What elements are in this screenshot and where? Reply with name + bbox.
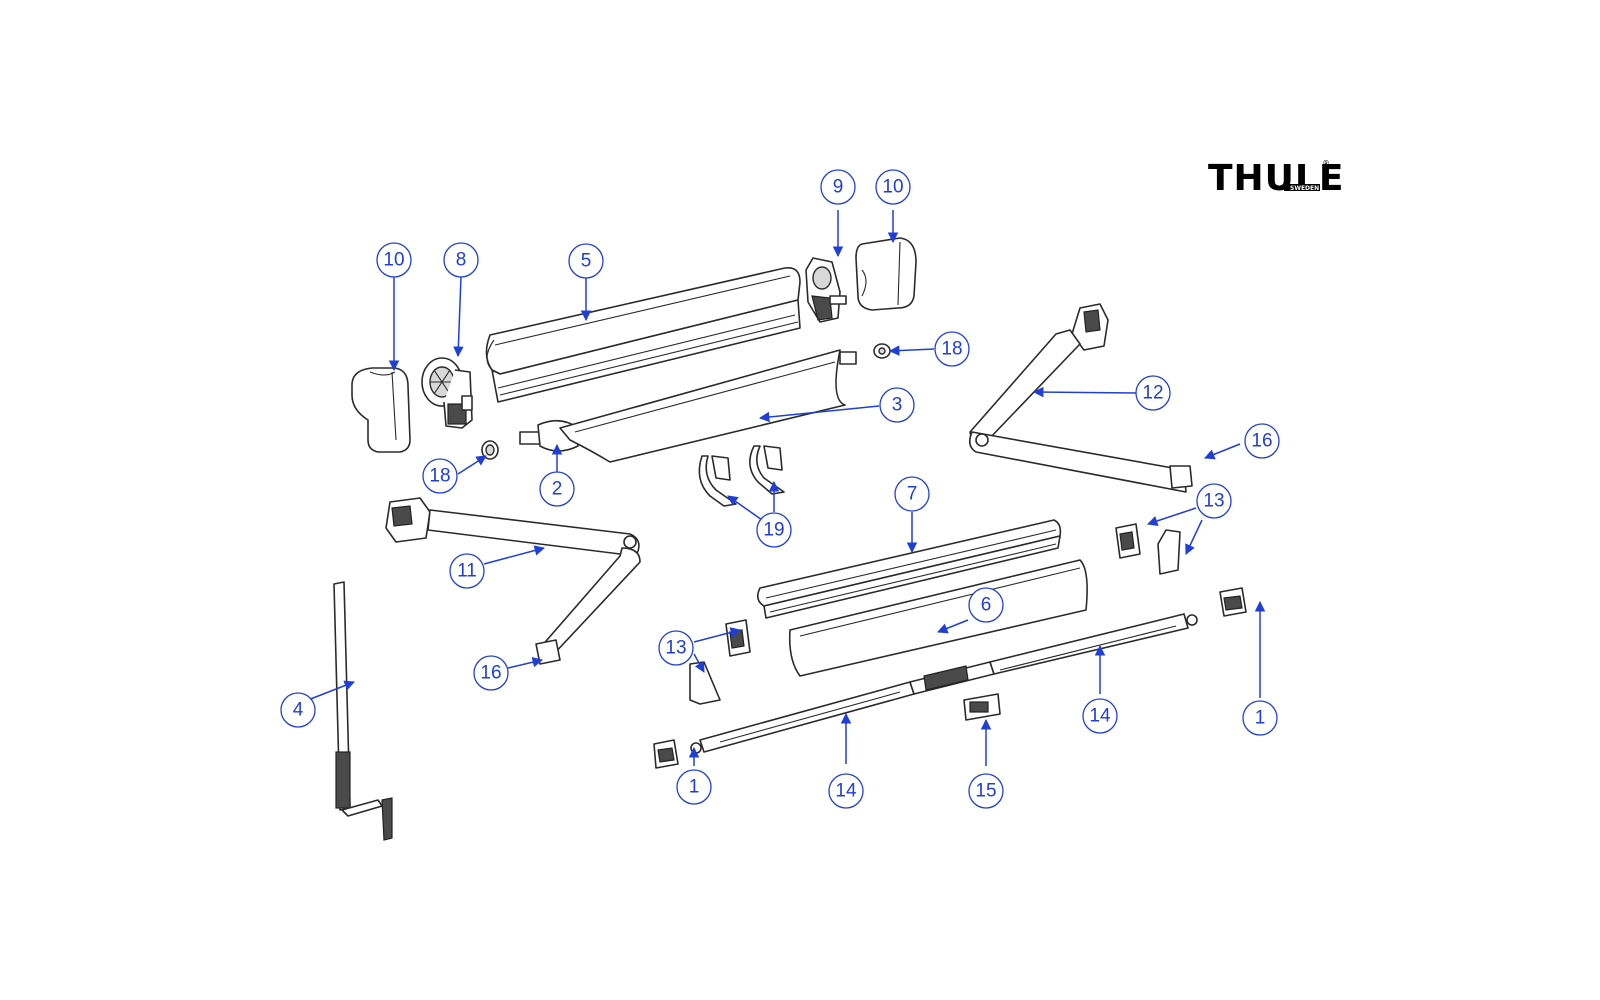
- part-arm-right: [968, 303, 1193, 493]
- part-plug-right: [873, 343, 891, 359]
- part-plug-left: [481, 440, 499, 460]
- part-crank-handle: [333, 581, 393, 841]
- part-front-profile: [756, 519, 1062, 619]
- callout-4: 4: [280, 692, 316, 728]
- callout-label: 16: [1251, 431, 1272, 452]
- callout-14-left: 14: [828, 773, 864, 809]
- callout-label: 4: [293, 700, 304, 721]
- part-center-clip: [963, 693, 1001, 721]
- callout-label: 2: [552, 479, 563, 500]
- callout-label: 18: [941, 339, 962, 360]
- callout-label: 6: [981, 595, 992, 616]
- logo-registered-mark: ®: [1322, 159, 1330, 168]
- thule-logo: THULE SWEDEN ®: [1208, 158, 1344, 199]
- part-gear-mechanism-left: [421, 357, 473, 429]
- callout-13-right: 13: [1196, 483, 1232, 519]
- callout-5: 5: [568, 243, 604, 279]
- part-end-pieces-right: [1115, 523, 1181, 575]
- callout-15: 15: [968, 773, 1004, 809]
- callout-label: 1: [1255, 708, 1266, 729]
- callout-label: 16: [480, 663, 501, 684]
- part-bracket-left: [653, 739, 679, 769]
- part-gear-mechanism-right: [805, 257, 847, 323]
- callout-10-right: 10: [875, 169, 911, 205]
- callout-16-right: 16: [1244, 423, 1280, 459]
- logo-underbar: [1284, 184, 1320, 191]
- callout-12: 12: [1135, 375, 1171, 411]
- callout-8: 8: [443, 242, 479, 278]
- callout-13-left: 13: [658, 630, 694, 666]
- callout-label: 7: [907, 484, 918, 505]
- callout-18-right: 18: [934, 331, 970, 367]
- callout-label: 18: [429, 466, 450, 487]
- callout-1-left: 1: [676, 769, 712, 805]
- callout-label: 8: [456, 250, 467, 271]
- callout-label: 10: [383, 250, 404, 271]
- part-end-cap-right: [855, 237, 917, 311]
- part-bracket-right: [1219, 587, 1247, 617]
- part-cassette-profile: [485, 266, 801, 403]
- callout-14-right: 14: [1082, 698, 1118, 734]
- callout-label: 10: [882, 177, 903, 198]
- callout-label: 3: [892, 395, 903, 416]
- callout-2: 2: [539, 471, 575, 507]
- part-end-cap-left: [351, 367, 411, 453]
- callout-16-left: 16: [473, 655, 509, 691]
- callout-label: 14: [1089, 706, 1111, 727]
- callout-label: 14: [835, 781, 857, 802]
- callout-10-left: 10: [376, 242, 412, 278]
- logo-text: THULE: [1208, 158, 1344, 199]
- part-front-cover: [788, 559, 1088, 677]
- callout-19: 19: [756, 512, 792, 548]
- callout-label: 12: [1142, 383, 1163, 404]
- part-fabric: [559, 349, 846, 463]
- callout-3: 3: [879, 387, 915, 423]
- part-clips: [698, 445, 785, 507]
- callout-1-right: 1: [1242, 700, 1278, 736]
- callout-label: 15: [975, 781, 996, 802]
- callout-18-left: 18: [422, 458, 458, 494]
- callout-9: 9: [820, 169, 856, 205]
- callout-label: 1: [689, 777, 700, 798]
- callout-label: 13: [1203, 491, 1224, 512]
- callout-label: 5: [581, 251, 592, 272]
- callout-label: 13: [665, 638, 686, 659]
- callout-6: 6: [968, 587, 1004, 623]
- logo-subtext: SWEDEN: [1290, 185, 1319, 192]
- callout-11: 11: [449, 553, 485, 589]
- callout-7: 7: [894, 476, 930, 512]
- callout-label: 11: [457, 561, 477, 582]
- leader-lines: [307, 210, 1266, 766]
- part-arm-left: [385, 497, 641, 665]
- callout-label: 9: [833, 177, 844, 198]
- callout-label: 19: [763, 520, 784, 541]
